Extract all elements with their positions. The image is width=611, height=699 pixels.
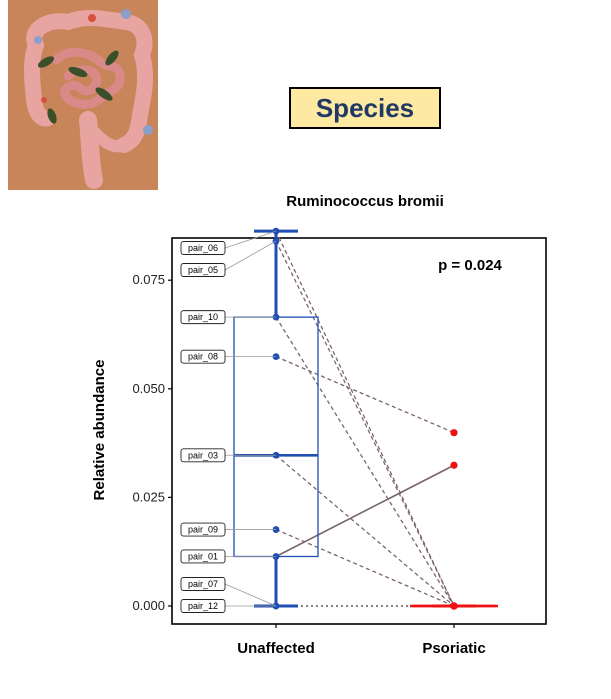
point-psoriatic-pair_01 <box>450 461 458 469</box>
data-points <box>272 227 458 610</box>
leader-pair_06 <box>224 230 277 249</box>
box-elements <box>233 229 498 608</box>
leader-pair_07 <box>224 583 277 607</box>
pair-label-box-pair_06 <box>180 241 226 255</box>
pair-label-box-pair_10 <box>180 310 226 325</box>
pair-label-pair_09: pair_09 <box>188 525 218 535</box>
pair-label-pair_12: pair_12 <box>188 601 218 611</box>
colon-illustration-icon <box>8 0 158 190</box>
chart-title: Ruminococcus bromii <box>286 193 444 210</box>
pair-label-pair_03: pair_03 <box>188 450 218 460</box>
species-badge: Species <box>289 87 441 129</box>
y-tick-label: 0.050 <box>132 381 165 396</box>
pair-label-pair_06: pair_06 <box>188 243 218 253</box>
plot-frame <box>171 237 547 625</box>
x-axis-ticks: Unaffected Psoriatic <box>237 624 486 657</box>
y-axis-ticks: 0.000 0.025 0.050 0.075 <box>132 272 172 613</box>
pair-line-pair_09 <box>275 528 455 607</box>
x-tick-label: Psoriatic <box>422 640 485 657</box>
pair-label-box-pair_08 <box>180 349 226 364</box>
pair-label-pair_10: pair_10 <box>188 312 218 322</box>
pair-label-box-pair_01 <box>180 549 226 564</box>
p-value-annotation: p = 0.024 <box>438 257 502 274</box>
box-Unaffected <box>233 316 319 558</box>
x-tick-label: Unaffected <box>237 640 315 657</box>
pair-line-pair_03 <box>275 454 455 607</box>
pair-label-pair_07: pair_07 <box>188 579 218 589</box>
pair-line-pair_05 <box>275 240 455 607</box>
point-psoriatic-pair_08 <box>450 429 458 437</box>
point-psoriatic-pair_12 <box>450 602 458 610</box>
pair-label-box-pair_03 <box>180 448 226 463</box>
pair-line-pair_08 <box>275 356 455 434</box>
y-axis-label: Relative abundance <box>91 360 108 501</box>
pair-label-pair_01: pair_01 <box>188 551 218 561</box>
pair-label-box-pair_12 <box>180 599 226 613</box>
pair-label-box-pair_09 <box>180 522 226 537</box>
pair-label-box-pair_07 <box>180 577 226 591</box>
pair-connector-lines <box>275 230 455 607</box>
species-badge-label: Species <box>315 92 415 123</box>
pair-label-pair_05: pair_05 <box>188 265 218 275</box>
pair-line-pair_06 <box>275 230 455 607</box>
pair-line-pair_10 <box>275 316 455 607</box>
pair-label-box-pair_05 <box>180 263 226 277</box>
y-tick-label: 0.025 <box>132 489 165 504</box>
pair-label-pair_08: pair_08 <box>188 352 218 362</box>
y-tick-label: 0.075 <box>132 272 165 287</box>
y-tick-label: 0.000 <box>132 598 165 613</box>
leader-pair_05 <box>224 240 277 271</box>
pair-line-pair_01 <box>275 464 455 558</box>
pair-labels: pair_06 pair_05 pair_10 pair_08 pair_03 pair_… <box>180 230 277 613</box>
